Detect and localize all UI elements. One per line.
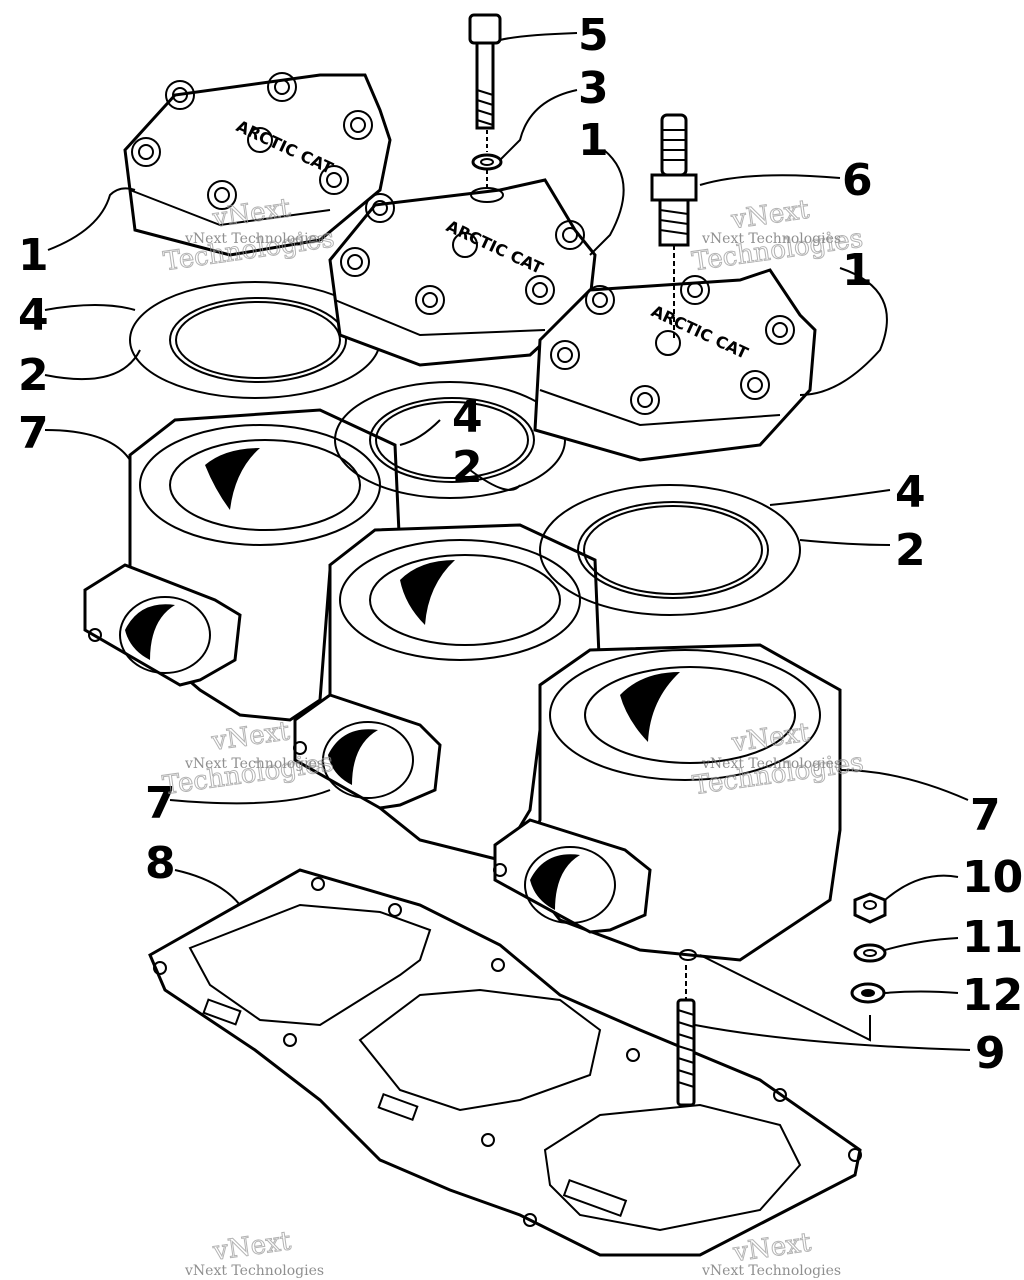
cylinder-head-middle: ARCTIC CAT (328, 178, 597, 367)
spark-plug (650, 113, 698, 340)
cylinder-middle (293, 523, 602, 862)
stud (676, 965, 696, 1107)
callout-8: 8 (145, 838, 176, 889)
watermark-vnext: vNext (209, 716, 292, 757)
callout-7-left: 7 (18, 408, 49, 459)
callout-labels: 1 1 1 2 2 2 3 4 4 4 5 6 7 7 7 8 9 10 11 … (18, 10, 1023, 1079)
callout-6: 6 (842, 155, 873, 206)
callout-3: 3 (578, 63, 609, 114)
callout-1-left: 1 (18, 230, 49, 281)
lock-washer (853, 943, 887, 963)
cylinder-right (493, 643, 842, 962)
watermark-small: vNext Technologies (701, 1263, 841, 1279)
head-bolt (468, 13, 502, 130)
callout-10: 10 (962, 852, 1023, 903)
callout-2-right: 2 (895, 525, 926, 576)
watermark-small: vNext Technologies (701, 231, 841, 247)
nut (853, 892, 887, 924)
callout-4-left: 4 (18, 290, 49, 341)
callout-9: 9 (975, 1028, 1006, 1079)
callout-7-middle: 7 (145, 778, 176, 829)
callout-11: 11 (962, 912, 1023, 963)
callout-7-right: 7 (970, 790, 1001, 841)
callout-5: 5 (578, 10, 609, 61)
cylinder-head-left: ARCTIC CAT (123, 72, 392, 257)
head-gasket-middle (334, 381, 566, 499)
watermark-small: vNext Technologies (184, 231, 324, 247)
watermark-small: vNext Technologies (701, 756, 841, 772)
cylinder-head-right: ARCTIC CAT (533, 268, 817, 462)
washer (471, 130, 503, 190)
watermark-vnext: vNext (210, 1226, 293, 1267)
callout-2-middle: 2 (452, 442, 483, 493)
watermark-vnext: vNext (729, 195, 812, 236)
cylinder-left (83, 408, 402, 722)
head-gasket-right (539, 484, 801, 616)
flat-washer (850, 982, 886, 1004)
callout-4-right: 4 (895, 467, 926, 518)
base-gasket (148, 868, 862, 1257)
leader-lines (44, 32, 971, 1051)
callout-2-left: 2 (18, 350, 49, 401)
callout-4-middle: 4 (452, 392, 483, 443)
callout-1-middle: 1 (578, 115, 609, 166)
callout-12: 12 (962, 970, 1023, 1021)
watermark-small: vNext Technologies (184, 756, 324, 772)
watermark-small: vNext Technologies (184, 1263, 324, 1279)
callout-1-right: 1 (842, 245, 873, 296)
